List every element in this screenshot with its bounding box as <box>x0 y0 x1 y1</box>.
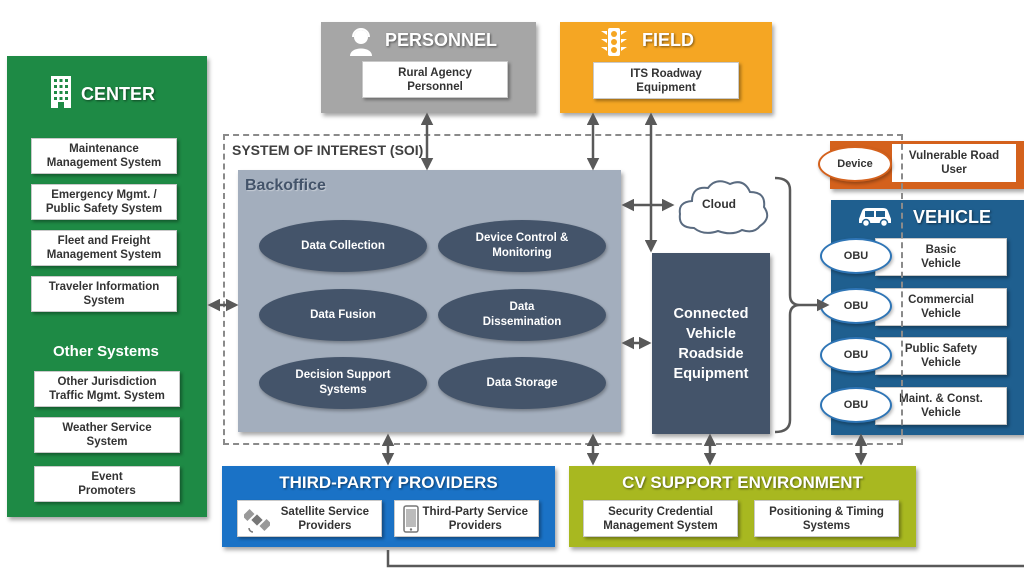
third-party-service-providers-label: Third-Party Service Providers <box>422 505 528 532</box>
fleet-freight-management-box: Fleet and Freight Management System <box>31 230 177 266</box>
satellite-service-providers-label: Satellite Service Providers <box>280 505 369 532</box>
basic-vehicle-box: Basic Vehicle <box>875 238 1007 276</box>
other-systems-title: Other Systems <box>53 343 159 360</box>
cv-support-panel: CV SUPPORT ENVIRONMENT Security Credenti… <box>569 466 916 547</box>
commercial-vehicle-box: Commercial Vehicle <box>875 288 1007 326</box>
mobile-phone-icon <box>403 505 419 533</box>
satellite-service-providers-box: Satellite Service Providers <box>237 500 382 537</box>
soi-boundary <box>223 134 903 445</box>
soi-label: SYSTEM OF INTEREST (SOI) <box>232 142 424 158</box>
cloud-icon <box>678 180 769 235</box>
building-icon <box>51 76 71 108</box>
traveler-information-system-box: Traveler Information System <box>31 276 177 312</box>
field-panel: FIELD ITS Roadway Equipment <box>560 22 772 113</box>
cv-support-title: CV SUPPORT ENVIRONMENT <box>622 473 863 492</box>
personnel-title: PERSONNEL <box>385 30 498 50</box>
security-credential-management-box: Security Credential Management System <box>583 500 738 537</box>
rse-label: Connected Vehicle Roadside Equipment <box>673 305 749 382</box>
personnel-panel: PERSONNEL Rural Agency Personnel <box>321 22 536 113</box>
other-jurisdiction-box: Other Jurisdiction Traffic Mgmt. System <box>34 371 180 407</box>
emergency-mgmt-box: Emergency Mgmt. / Public Safety System <box>31 184 177 220</box>
public-safety-vehicle-box: Public Safety Vehicle <box>875 337 1007 375</box>
weather-service-box: Weather Service System <box>34 417 180 453</box>
vehicle-title: VEHICLE <box>913 207 992 227</box>
data-collection-oval: Data Collection <box>259 220 427 272</box>
satellite-icon <box>244 508 270 533</box>
decision-support-systems-oval: Decision Support Systems <box>259 357 427 409</box>
data-storage-oval: Data Storage <box>438 357 606 409</box>
third-party-title: THIRD-PARTY PROVIDERS <box>279 473 498 492</box>
cloud-label: Cloud <box>702 197 736 211</box>
vru-device-oval: Device <box>818 146 892 182</box>
car-icon <box>859 208 891 227</box>
person-icon <box>350 28 372 56</box>
traffic-light-icon <box>601 28 627 56</box>
obu-oval-maint-const: OBU <box>820 387 892 423</box>
third-party-panel: THIRD-PARTY PROVIDERS Satellite Service … <box>222 466 555 547</box>
data-fusion-oval: Data Fusion <box>259 289 427 341</box>
field-title: FIELD <box>642 30 694 50</box>
rse-panel: Connected Vehicle Roadside Equipment <box>652 253 770 434</box>
event-promoters-box: Event Promoters <box>34 466 180 502</box>
maint-const-vehicle-box: Maint. & Const. Vehicle <box>875 387 1007 425</box>
rural-agency-personnel-box: Rural Agency Personnel <box>362 61 508 98</box>
vru-panel: Vulnerable Road User Device <box>818 141 1024 189</box>
data-dissemination-oval: Data Dissemination <box>438 289 606 341</box>
backoffice-title: Backoffice <box>245 177 326 194</box>
obu-oval-basic: OBU <box>820 238 892 274</box>
center-title: CENTER <box>81 84 156 104</box>
obu-oval-public-safety: OBU <box>820 337 892 373</box>
its-roadway-equipment-box: ITS Roadway Equipment <box>593 62 739 99</box>
device-control-monitoring-oval: Device Control & Monitoring <box>438 220 606 272</box>
center-panel: CENTER Maintenance Management System Eme… <box>7 56 207 517</box>
positioning-timing-systems-box: Positioning & Timing Systems <box>754 500 899 537</box>
backoffice-panel: Backoffice Data Collection Device Contro… <box>238 170 621 432</box>
maintenance-management-system-box: Maintenance Management System <box>31 138 177 174</box>
third-party-service-providers-box: Third-Party Service Providers <box>394 500 539 537</box>
vru-label-box: Vulnerable Road User <box>892 144 1016 182</box>
vehicle-panel: VEHICLE Basic Vehicle Commercial Vehicle… <box>820 200 1024 435</box>
